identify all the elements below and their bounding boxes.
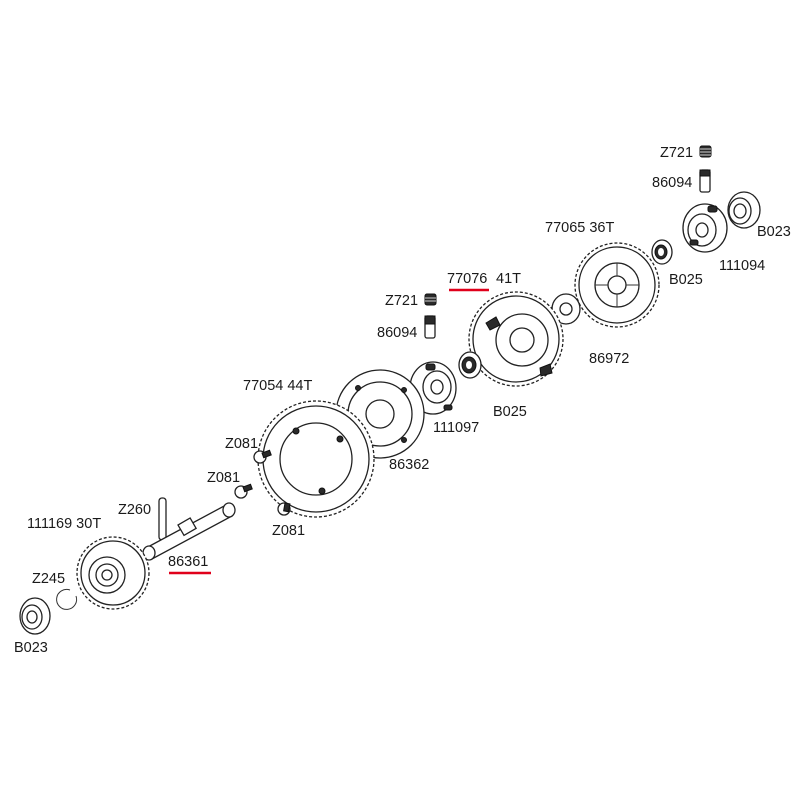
pin-86094-top <box>699 169 711 193</box>
bearing-b023-right <box>727 191 761 229</box>
label-b023-left: B023 <box>14 640 48 656</box>
label-86094-top: 86094 <box>652 175 692 191</box>
pin-z260 <box>158 497 167 541</box>
gear-111169 <box>76 536 150 610</box>
set-screw-z721-mid <box>424 293 437 306</box>
label-z081-b: Z081 <box>207 470 240 486</box>
label-b025-right: B025 <box>669 272 703 288</box>
label-111169: 111169 30T <box>27 516 101 532</box>
label-z721-mid: Z721 <box>385 293 418 309</box>
label-111094: 111094 <box>719 258 765 274</box>
set-screw-z721-top <box>699 145 712 158</box>
label-86972: 86972 <box>589 351 629 367</box>
screw-z081-b <box>234 483 253 499</box>
bearing-b025-mid <box>458 351 482 379</box>
label-z260: Z260 <box>118 502 151 518</box>
gear-77076 <box>468 291 564 387</box>
label-77076-teeth: 41T <box>496 271 521 287</box>
bearing-b025-right <box>651 239 673 265</box>
label-b025-mid: B025 <box>493 404 527 420</box>
shaft-86361 <box>142 502 236 561</box>
label-86094-mid: 86094 <box>377 325 417 341</box>
gear-77065 <box>574 242 660 328</box>
pin-86094-mid <box>424 315 436 339</box>
label-z245: Z245 <box>32 571 65 587</box>
hub-111094 <box>682 203 728 253</box>
screw-z081-a <box>253 449 272 464</box>
label-111097: 111097 <box>433 420 479 436</box>
label-77054: 77054 44T <box>243 378 312 394</box>
label-77076-number: 77076 <box>447 271 487 287</box>
clip-z245 <box>56 588 78 610</box>
label-77065: 77065 36T <box>545 220 614 236</box>
bearing-b023-left <box>19 597 51 635</box>
label-b023-right: B023 <box>757 224 791 240</box>
label-86361: 86361 <box>168 554 208 570</box>
label-z721-top: Z721 <box>660 145 693 161</box>
washer-86972 <box>551 293 581 325</box>
label-z081-c: Z081 <box>272 523 305 539</box>
label-z081-a: Z081 <box>225 436 258 452</box>
label-86362: 86362 <box>389 457 429 473</box>
gear-77054 <box>257 400 375 518</box>
screw-z081-c <box>277 502 291 516</box>
